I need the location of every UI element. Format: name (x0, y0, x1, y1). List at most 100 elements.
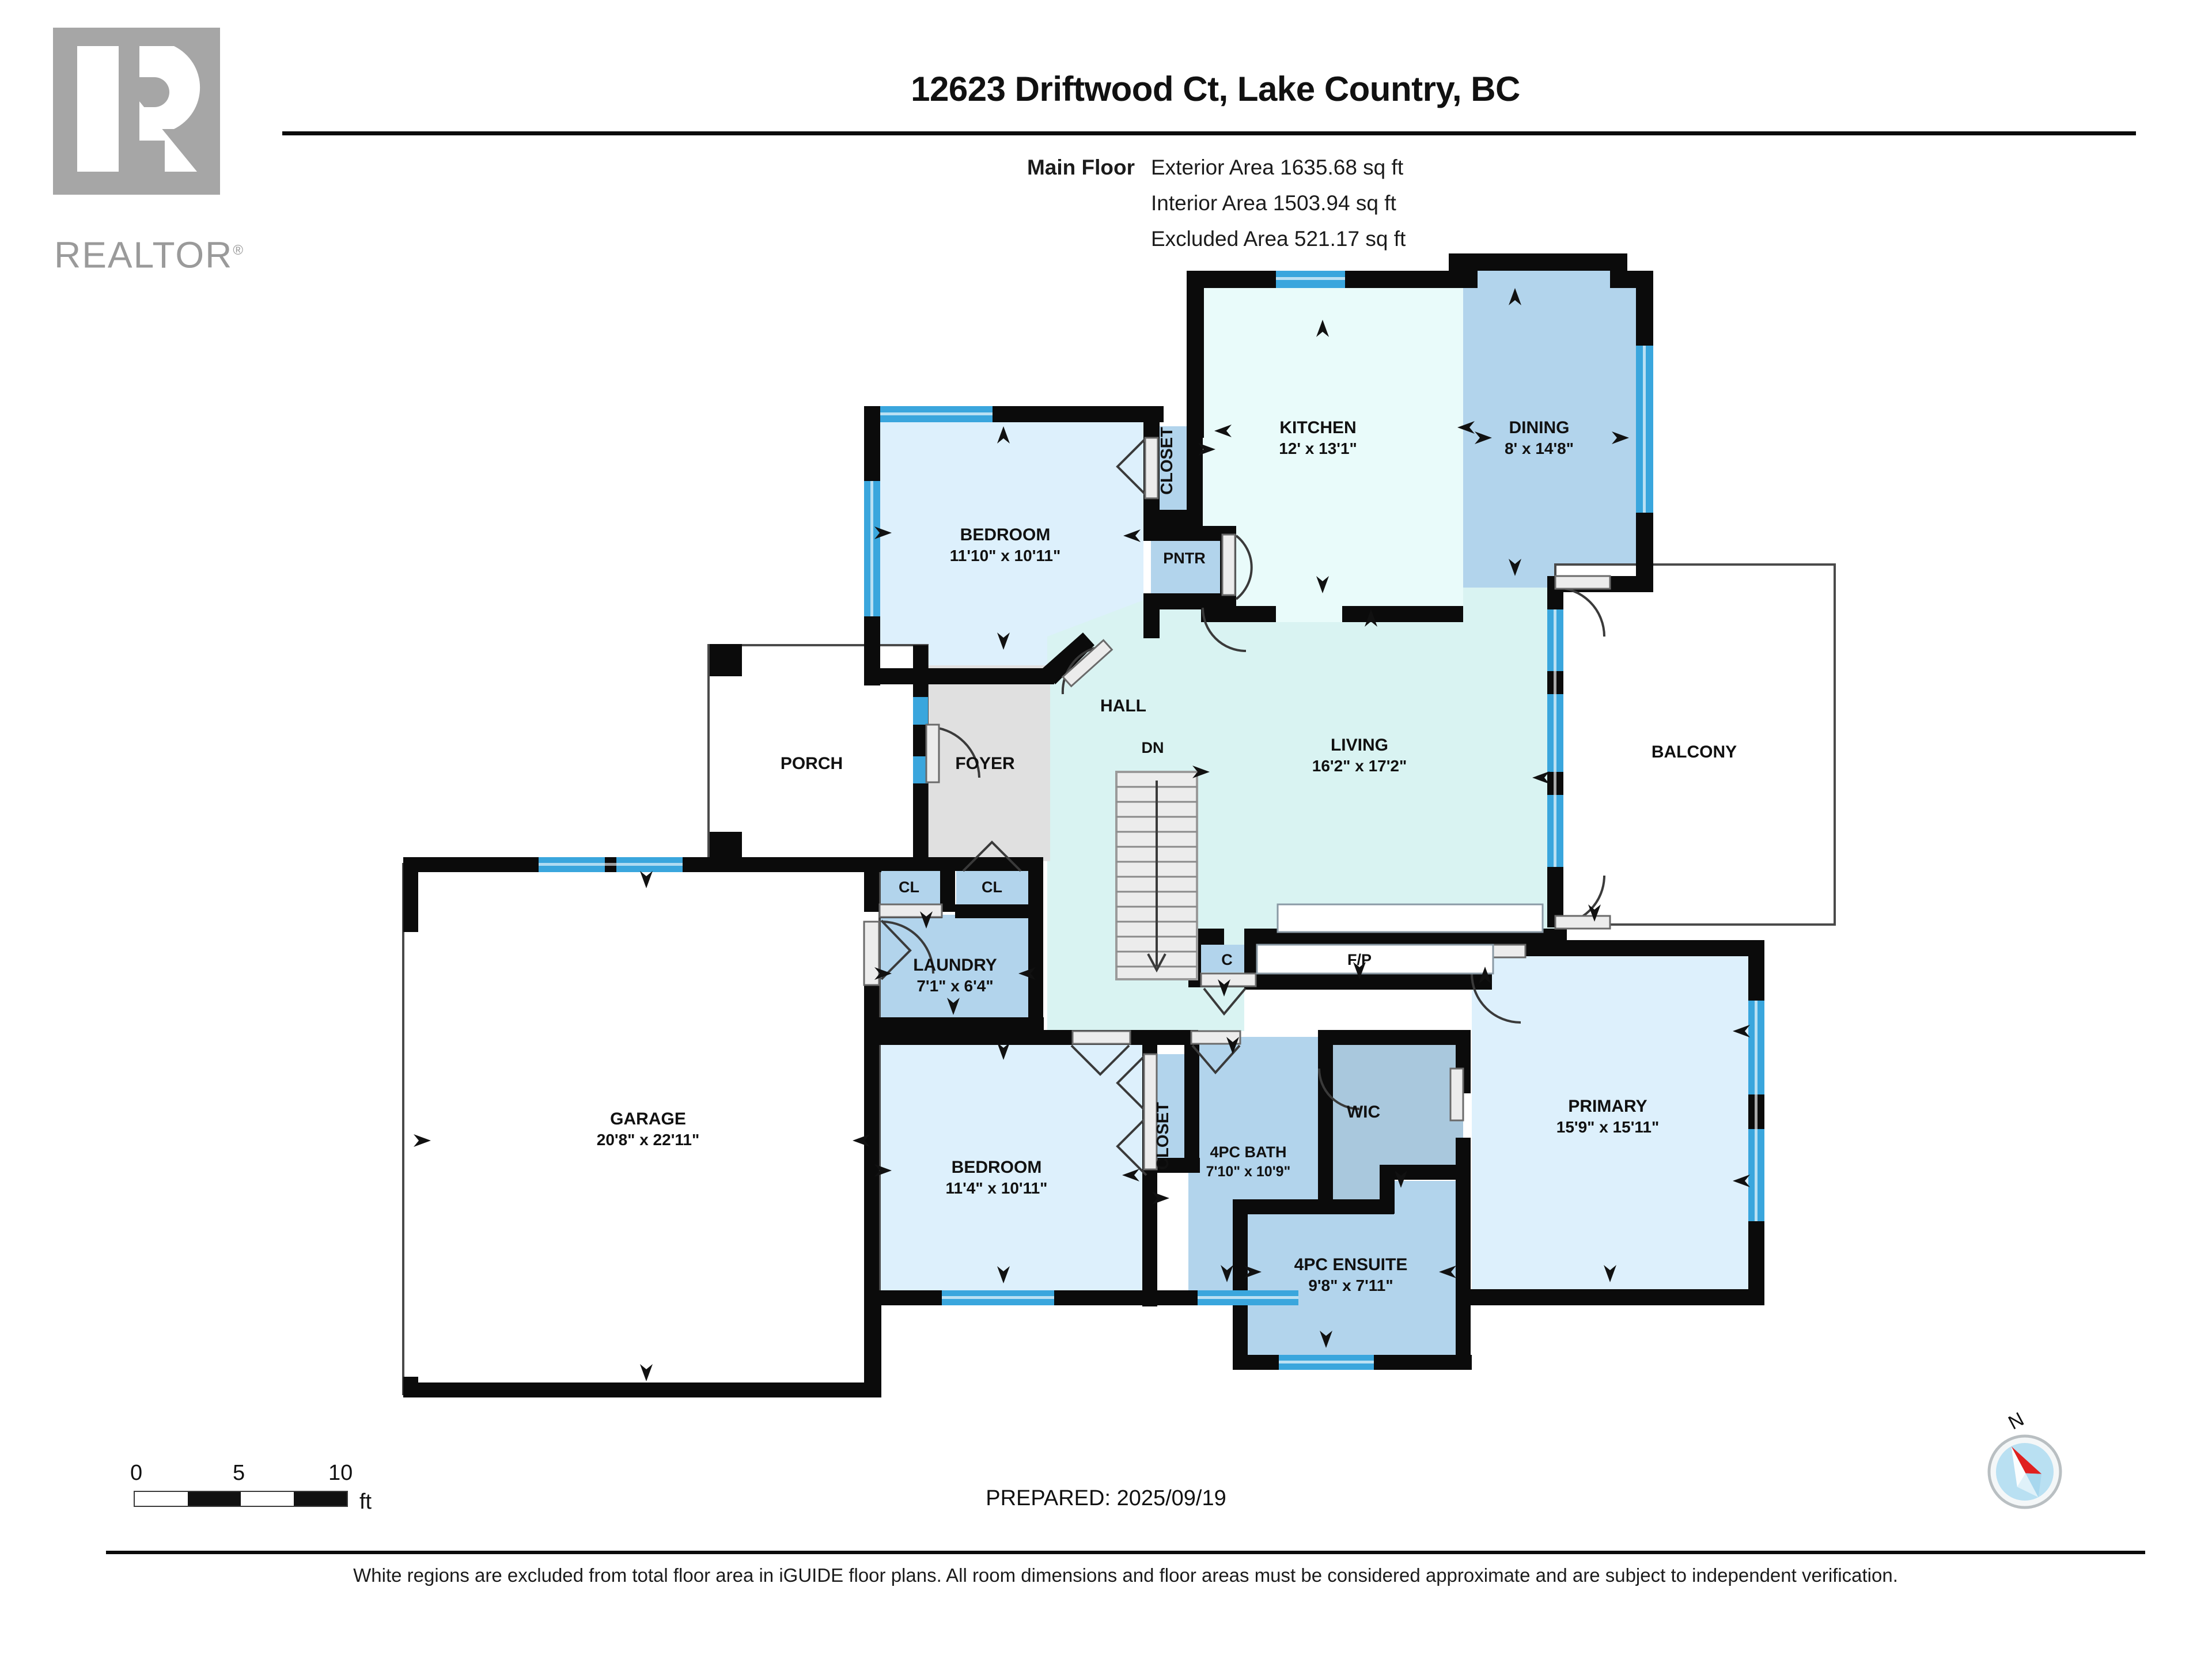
wall-ensuite-bottom-b (1374, 1355, 1472, 1370)
door-kitchen-hall (1202, 607, 1247, 652)
marker-primary-top (1479, 967, 1491, 984)
wall-bedroom1-left (864, 406, 880, 481)
door-closet-2b (1116, 1116, 1147, 1176)
marker-fp (1353, 962, 1366, 979)
wall-dining-right-lower (1636, 513, 1653, 588)
room-name: GARAGE (610, 1109, 686, 1128)
realtor-wordmark: REALTOR® (54, 230, 285, 275)
wall-cl-bottom-b (955, 904, 1030, 918)
room-fill-cl-2 (956, 864, 1028, 907)
marker-kitchen-left (1214, 425, 1232, 437)
marker-dining-bottom (1509, 559, 1521, 576)
marker-ensuite-left (1244, 1266, 1262, 1278)
room-name: KITCHEN (1279, 418, 1356, 437)
room-name: DINING (1509, 418, 1570, 437)
wall-bedroom1-bottom (864, 668, 1054, 684)
realtor-logo: REALTOR® (53, 28, 267, 275)
wall-closet2-right (1184, 1043, 1199, 1169)
room-name: CL (982, 878, 1002, 896)
marker-bedroom2-bottom (997, 1266, 1010, 1283)
window-bedroom1-top-line (880, 412, 993, 415)
door-leaves (863, 437, 1611, 1171)
stairs-direction-arrow (1147, 781, 1166, 973)
marker-laundry-bottom (947, 998, 960, 1015)
window-primary-right-line (1755, 1001, 1758, 1221)
marker-coat-bottom (1218, 979, 1230, 997)
room-name: PNTR (1163, 550, 1206, 567)
excluded-areas (402, 563, 1836, 1395)
room-name: PORCH (781, 754, 843, 773)
room-name: BEDROOM (960, 525, 1051, 544)
doors (880, 437, 1605, 1176)
room-name: BEDROOM (952, 1158, 1042, 1177)
room-name: 4PC ENSUITE (1294, 1255, 1408, 1274)
exterior-area: Exterior Area 1635.68 sq ft (1151, 156, 1404, 179)
room-name: CLOSET (1154, 1102, 1172, 1170)
marker-bedroom1-bottom (997, 632, 1010, 650)
door-leaf-bath (1190, 1030, 1241, 1045)
porch-post-bottom (710, 832, 742, 864)
marker-garage-left (414, 1134, 431, 1147)
marker-balcony-up (1588, 904, 1601, 922)
room-dimensions: 16'2" x 17'2" (1312, 757, 1407, 775)
realtor-r-mark (53, 28, 220, 195)
room-name: LIVING (1331, 736, 1388, 755)
marker-closet1 (1198, 443, 1215, 456)
room-label-wic: WIC (1347, 1103, 1380, 1122)
wall-bath-bottom (1157, 1290, 1198, 1305)
room-label-closet-cl-1: CL (899, 878, 919, 896)
room-name: CL (899, 878, 919, 896)
room-name: BALCONY (1652, 743, 1737, 762)
marker-primary-bottom (1604, 1265, 1616, 1282)
title-divider (282, 131, 2136, 135)
marker-bedroom2-left (874, 1164, 892, 1177)
room-label-closet-1: CLOSET (1158, 427, 1176, 495)
room-fill-foyer (926, 665, 1050, 861)
wall-dining-top-2 (1449, 253, 1627, 271)
room-fill-cl-1 (880, 864, 940, 907)
wall-pantry-top (1143, 526, 1236, 541)
door-leaf-balcony-bottom (1554, 915, 1611, 930)
window-dining-right-line (1643, 346, 1646, 513)
room-label-closet-2: CLOSET (1154, 1102, 1172, 1170)
wall-garage-right (864, 1293, 881, 1397)
wall-foyer-left-a (913, 645, 928, 697)
wall-kitchen-bottom-left (1201, 606, 1276, 622)
room-label-hall: HALL (1100, 696, 1146, 715)
room-label-balcony: BALCONY (1652, 743, 1737, 762)
marker-bath-left (1152, 1192, 1169, 1205)
camera-markers (414, 288, 1750, 1381)
door-cl-1 (880, 919, 912, 980)
window-bedroom2-bottom-line (942, 1296, 1054, 1299)
marker-bedroom1-right (1123, 529, 1141, 542)
door-bedroom2 (1070, 1044, 1130, 1076)
marker-bedroom2-top (997, 1043, 1010, 1060)
window-ensuite-bottom-line (1279, 1361, 1374, 1363)
scale-segment-2 (188, 1492, 241, 1506)
scale-tick-0: 0 (130, 1461, 143, 1485)
wall-fp-bottom (1244, 974, 1492, 990)
page-title: 12623 Driftwood Ct, Lake Country, BC (911, 70, 1520, 108)
room-label-coat-closet: C (1221, 951, 1233, 968)
door-leaf-cl1 (878, 903, 943, 918)
door-cl-2-leaf (962, 840, 1022, 872)
wall-wic-bottom (1244, 1199, 1394, 1214)
room-dimensions: 7'10" x 10'9" (1206, 1164, 1291, 1180)
wall-bedroom1-diag (1043, 632, 1094, 684)
marker-laundry-left (874, 967, 892, 980)
marker-cl2-bottom (920, 911, 933, 929)
room-label-closet-cl-2: CL (982, 878, 1002, 896)
scale-segment-4 (294, 1492, 347, 1506)
fireplace-box (1256, 944, 1494, 975)
door-leaf-foyer (925, 724, 940, 783)
wall-kitchen-left (1187, 271, 1204, 438)
marker-laundry-right (1018, 967, 1036, 980)
scale-segment-1 (135, 1492, 188, 1506)
prepared-date: PREPARED: 2025/09/19 (986, 1486, 1226, 1510)
wall-bedroom2-bottom-a (864, 1290, 942, 1305)
marker-kitchen-right (1457, 421, 1475, 434)
fireplace-hearth (1277, 903, 1544, 933)
scale-bar-group: 0 5 10 ft (130, 1461, 376, 1516)
room-name: FOYER (955, 754, 1015, 773)
